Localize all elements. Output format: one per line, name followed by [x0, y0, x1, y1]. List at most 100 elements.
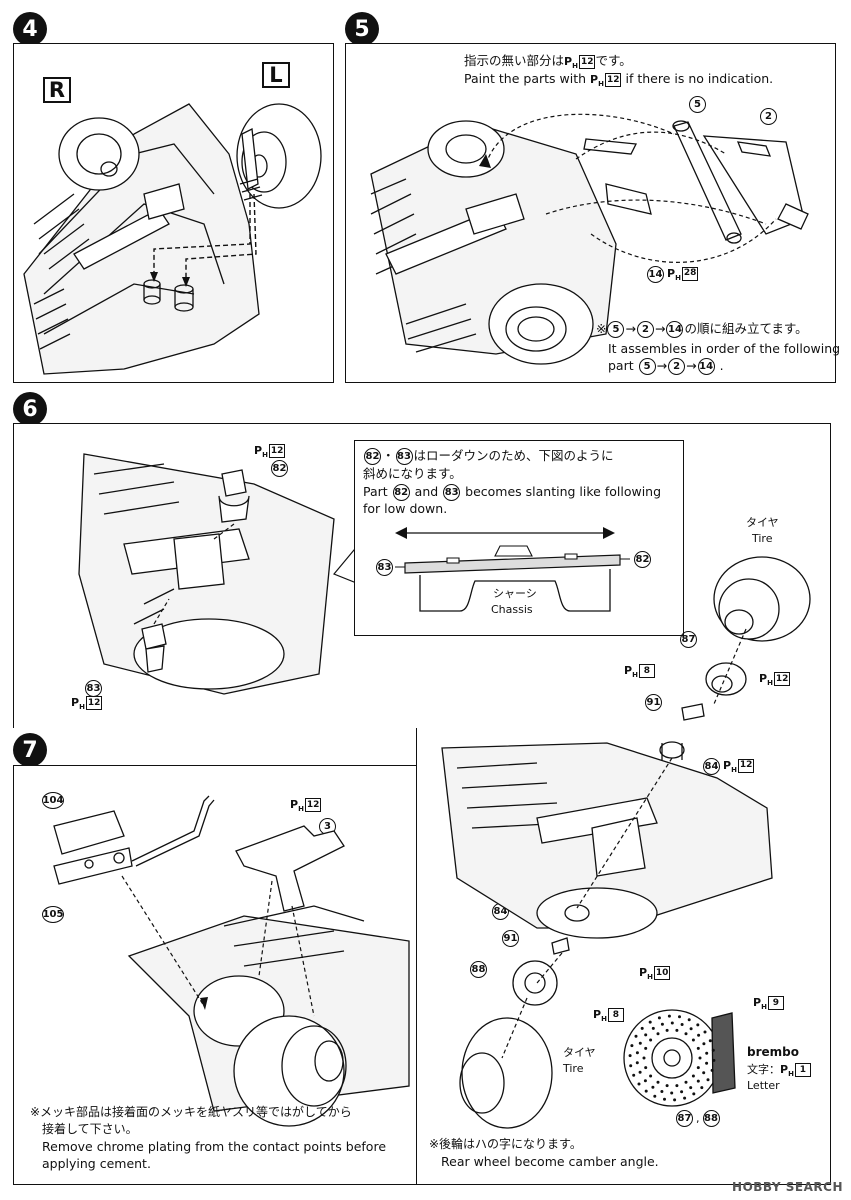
- brake-part-87: 87: [676, 1110, 693, 1127]
- order-en-prefix: part: [608, 358, 634, 373]
- disc-hole: [638, 1041, 642, 1045]
- step-5-order-note-en-2: part 5→2→14 .: [608, 358, 724, 375]
- disc-hole: [680, 1023, 684, 1026]
- order-arrow-2: →: [654, 321, 666, 336]
- rear-tire-label-jp: タイヤ: [563, 1046, 596, 1059]
- part-91-label: 91: [644, 694, 663, 711]
- part-105-number: 105: [42, 906, 64, 923]
- step-4-number: 4: [22, 16, 38, 42]
- disc-hole: [667, 1014, 671, 1018]
- disc-hole: [651, 1026, 655, 1030]
- camber-note-jp: ※後輪はハの字になります。: [429, 1137, 582, 1151]
- callout-en-and: and: [414, 484, 439, 499]
- chrome-note-jp-1: ※メッキ部品は接着面のメッキを紙ヤスリ等ではがしてから: [30, 1105, 352, 1119]
- disc-hole: [629, 1064, 633, 1068]
- disc-hole: [711, 1048, 715, 1052]
- letter-paint-value: 1: [794, 1063, 811, 1077]
- step-5-illustration: [370, 113, 809, 365]
- disc-hole: [675, 1084, 679, 1088]
- callout-jp-2: 斜めになります。: [363, 466, 462, 481]
- disc-hole: [635, 1051, 639, 1055]
- disc-hole: [630, 1044, 634, 1048]
- disc-hole: [710, 1068, 714, 1072]
- callout-part-82: 82: [364, 448, 381, 465]
- front-wheel-illustration: [681, 556, 811, 721]
- callout-en-1: Part 82 and 83 becomes slanting like fol…: [363, 483, 661, 501]
- disc-hole: [683, 1096, 687, 1100]
- step-7-number: 7: [22, 737, 38, 763]
- disc-hole: [700, 1086, 704, 1090]
- disc-hole: [703, 1030, 707, 1034]
- part-14-number: 14: [647, 266, 664, 283]
- step-4-illustration: [23, 103, 322, 375]
- disc-hole: [657, 1016, 661, 1020]
- brake-parts-label: 87,88: [675, 1110, 721, 1127]
- paint-note-en-b: if there is no indication.: [625, 71, 774, 86]
- disc-hole: [691, 1074, 695, 1078]
- disc-hole: [638, 1070, 642, 1074]
- disc-hole: [644, 1066, 648, 1070]
- part-87-label: 87: [679, 631, 698, 648]
- disc-hole: [696, 1066, 700, 1070]
- disc-hole: [656, 1032, 660, 1036]
- callout-en-1-text: becomes slanting like following: [465, 484, 662, 499]
- part-2-label: 2: [759, 108, 778, 125]
- part-3-paint-value: 12: [304, 798, 322, 812]
- order-note-jp-suffix: の順に組み立てます。: [684, 321, 808, 336]
- part-83-paint-value: 12: [85, 696, 103, 710]
- order-en-part-2: 2: [668, 358, 686, 375]
- paint-code-value-en: 12: [604, 73, 622, 87]
- step-4-badge: 4: [13, 12, 47, 46]
- disc-hole: [634, 1034, 638, 1038]
- rear-assembly-illustration: [441, 741, 773, 1129]
- part-105-label: 105: [41, 906, 65, 923]
- disc-hole: [649, 1074, 653, 1078]
- disc-hole: [696, 1079, 700, 1083]
- paint-note-jp-text: 指示の無い部分は: [464, 53, 565, 68]
- disc-hole: [640, 1026, 644, 1030]
- disc-hole: [689, 1027, 693, 1031]
- order-part-2: 2: [636, 321, 654, 338]
- rear-part-91-number: 91: [502, 930, 519, 947]
- disc-hole: [689, 1086, 693, 1090]
- callout-part-83: 83: [395, 448, 413, 465]
- disc-hole: [687, 1018, 691, 1022]
- disc-hole: [670, 1091, 674, 1095]
- step-6-illustration: [78, 453, 360, 695]
- watermark: HOBBY SEARCH: [732, 1180, 843, 1194]
- order-arrow-1: →: [625, 321, 636, 336]
- camber-note-en: Rear wheel become camber angle.: [441, 1154, 659, 1169]
- chassis-label-en: Chassis: [491, 603, 533, 616]
- left-label: L: [269, 63, 283, 87]
- disc-hole: [670, 1021, 674, 1025]
- rear-part-84-top-paint-value: 12: [737, 758, 755, 773]
- disc-hole: [637, 1082, 641, 1086]
- callout-83-marker: 83: [375, 559, 394, 576]
- part-5-label: 5: [688, 96, 707, 113]
- part-87-paint-right-value: 12: [773, 672, 791, 686]
- callout-82-marker: 82: [633, 551, 652, 568]
- left-side-marker: L: [262, 62, 290, 88]
- disc-hole: [649, 1038, 653, 1042]
- brake-part-88: 88: [702, 1110, 720, 1127]
- part-82-paint-value: 12: [268, 444, 286, 458]
- front-tire-label-jp: タイヤ: [746, 516, 779, 529]
- disc-hole: [678, 1015, 681, 1019]
- disc-hole: [644, 1033, 648, 1037]
- disc-left-paint-value: 8: [607, 1008, 624, 1022]
